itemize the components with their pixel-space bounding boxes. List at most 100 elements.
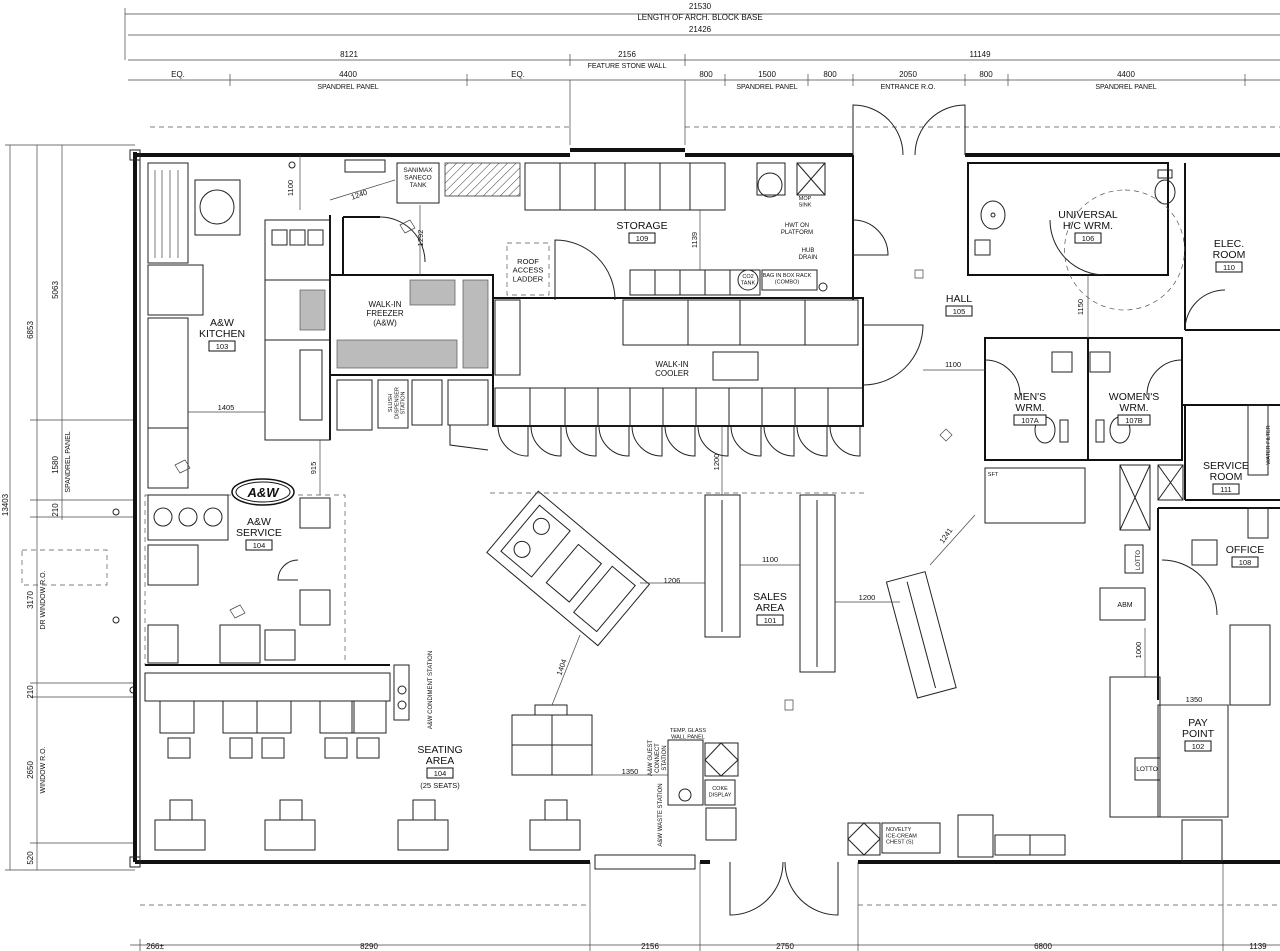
dim-bottom-2750: 2750 <box>776 942 794 951</box>
bottom-dimensions: 266± 8290 2156 2750 6800 1139 <box>130 862 1280 951</box>
dim-seg-2: 2156 <box>618 50 636 59</box>
room-number: 104 <box>253 541 266 550</box>
interior-dimension: 1350 <box>622 767 639 776</box>
dim-entrance: ENTRANCE R.O. <box>881 84 936 91</box>
room-number-tag <box>1231 556 1259 568</box>
dim-inner: 21426 <box>689 25 712 34</box>
toilet-icon <box>1154 169 1176 205</box>
room-number-tag <box>628 232 656 244</box>
label-guest: A&W GUESTCONNECTSTATION <box>648 740 668 776</box>
interior-dimension: 1350 <box>1186 695 1203 704</box>
dim-left-window: WINDOW R.O. <box>40 746 47 793</box>
dim-bottom-266: 266± <box>146 942 164 951</box>
label-abm: ABM <box>1117 602 1132 609</box>
interior-dimension: 1206 <box>664 576 681 585</box>
room-number: 108 <box>1239 558 1252 567</box>
interior-dimension: 1150 <box>1076 299 1085 315</box>
room-name: STORAGE <box>616 220 667 232</box>
sink-icon <box>980 200 1006 230</box>
walkin-boxes <box>336 279 924 457</box>
dining-table-group <box>154 704 593 851</box>
room-name: OFFICE <box>1226 544 1265 556</box>
dim-bottom-6800: 6800 <box>1034 942 1052 951</box>
dim-sub-800a: 800 <box>699 70 713 79</box>
interior-dimension: 1240 <box>350 188 369 202</box>
interior-dimension: 1100 <box>945 360 961 369</box>
dim-overall: 21530 <box>689 2 712 11</box>
room-number-tag <box>1074 232 1102 244</box>
dim-left-13403: 13403 <box>1 493 10 516</box>
dim-sub-1500: 1500 <box>758 70 776 79</box>
left-dimensions: 5063 6853 13403 1580 SPANDREL PANEL 210 … <box>1 144 137 871</box>
dim-left-210a: 210 <box>51 503 60 517</box>
room-number-tag <box>1215 261 1243 273</box>
dim-bottom-2156: 2156 <box>641 942 659 951</box>
room-number-tag <box>945 305 973 317</box>
dim-overall-label: LENGTH OF ARCH. BLOCK BASE <box>637 13 762 22</box>
room-name: ELEC.ROOM <box>1213 238 1246 261</box>
room-number: 101 <box>764 616 777 625</box>
sales-fixtures <box>486 490 957 699</box>
room-label: OFFICE 108 <box>1226 544 1265 568</box>
dim-sub-eq2: EQ. <box>511 70 525 79</box>
interior-dimension: 1200 <box>859 593 876 602</box>
dim-spandrel-1: SPANDREL PANEL <box>317 84 378 91</box>
dim-left-210b: 210 <box>26 685 35 699</box>
dim-spandrel-3: SPANDREL PANEL <box>1095 84 1156 91</box>
dim-left-drwindow: DR WINDOW R.O. <box>40 570 47 629</box>
room-number-tag <box>245 539 273 551</box>
room-label: STORAGE 109 <box>616 220 668 244</box>
label-slush: SLUSHDISPENSERSTATION <box>388 387 407 419</box>
label-bag-rack: BAG IN BOX RACK(COMBO) <box>763 273 812 285</box>
interior-dimension: 1139 <box>690 232 699 248</box>
dim-left-2650: 2650 <box>26 761 35 779</box>
dim-left-spandrel: SPANDREL PANEL <box>65 431 72 492</box>
room-number-tag <box>1184 740 1212 752</box>
room-name: HALL <box>946 293 972 305</box>
room-number-tag <box>756 614 784 626</box>
dim-left-1580: 1580 <box>51 456 60 474</box>
room-number: 106 <box>1082 234 1095 243</box>
interior-dimension: 1000 <box>1134 642 1143 659</box>
seating-area <box>154 700 1066 858</box>
interior-dimension: 1405 <box>218 403 235 412</box>
service-equipment <box>147 494 410 721</box>
room-number-tag <box>1117 414 1151 426</box>
room-number-tag <box>1212 483 1240 495</box>
dim-bottom-1139: 1139 <box>1249 942 1267 951</box>
interior-dimension: 1100 <box>762 555 778 564</box>
room-number-tag <box>208 340 236 352</box>
top-dimensions: 21530 LENGTH OF ARCH. BLOCK BASE 21426 8… <box>124 2 1280 145</box>
cooler-door-swings <box>497 425 861 457</box>
room-number: 104 <box>434 769 447 778</box>
dim-sub-800c: 800 <box>979 70 993 79</box>
room-number: 109 <box>636 234 649 243</box>
label-condiment: A&W CONDIMENT STATION <box>428 651 434 729</box>
interior-dimension: 1292 <box>416 230 425 247</box>
